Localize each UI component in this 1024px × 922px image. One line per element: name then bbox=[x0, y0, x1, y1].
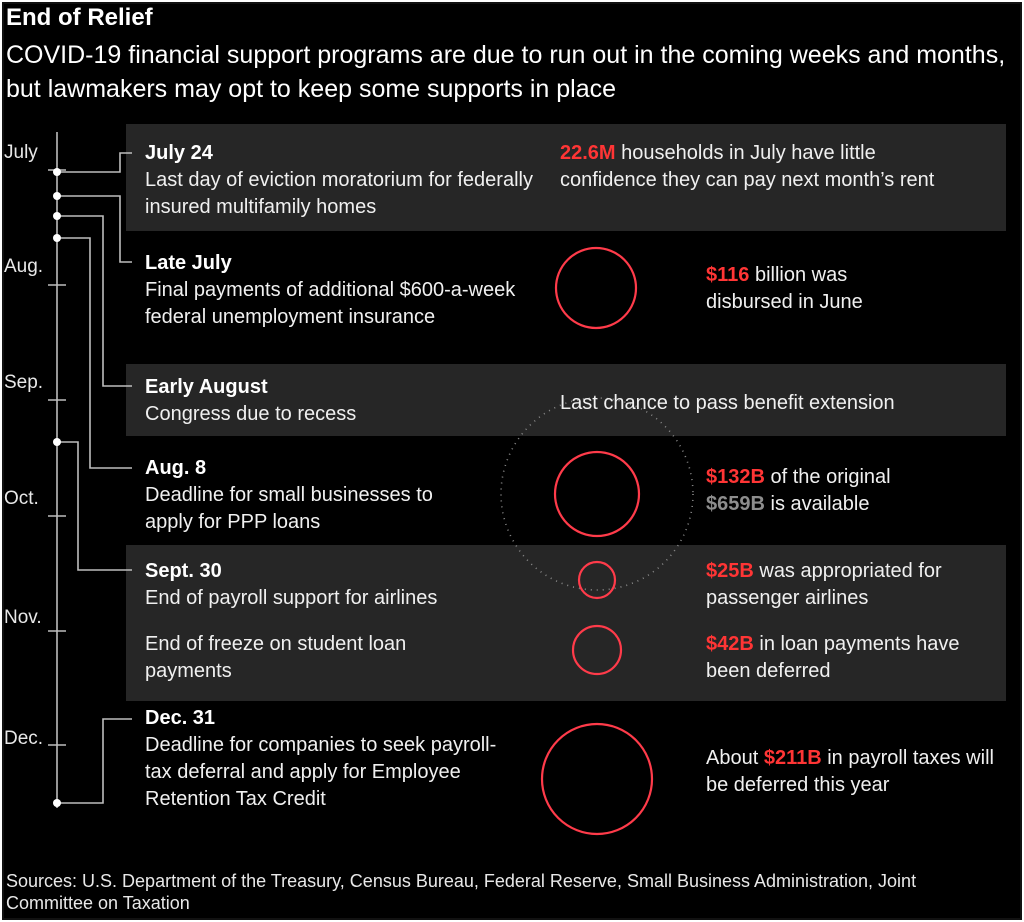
event-desc-aug-8: Deadline for small businesses to apply f… bbox=[145, 484, 433, 533]
event-note-early-august: Last chance to pass benefit extension bbox=[560, 392, 895, 414]
event-note-dec-31: About $211B in payroll taxes will be def… bbox=[706, 745, 1011, 799]
event-note-july-24: 22.6M households in July have little con… bbox=[560, 140, 935, 194]
month-label-aug: Aug. bbox=[4, 256, 44, 277]
note-text: billion was disbursed in June bbox=[706, 264, 863, 313]
note-text: in loan payments have been deferred bbox=[706, 633, 960, 682]
event-desc-late-july: Final payments of additional $600-a-week… bbox=[145, 279, 516, 328]
timeline-dot-late-july bbox=[53, 192, 61, 200]
connector-early-august bbox=[57, 215, 132, 387]
bubble-25b bbox=[577, 560, 617, 600]
note-value: $132B bbox=[706, 466, 765, 488]
bubble-211b bbox=[540, 722, 654, 836]
note-text: was appropriated for passenger airlines bbox=[706, 560, 942, 609]
band-sept-30 bbox=[126, 545, 1006, 701]
event-date-dec-31: Dec. 31 bbox=[145, 707, 216, 729]
bubble-132b bbox=[553, 450, 641, 538]
month-label-sep: Sep. bbox=[4, 372, 44, 393]
event-date-late-july: Late July bbox=[145, 252, 232, 274]
note-text-end: is available bbox=[764, 493, 870, 515]
connector-aug-8 bbox=[57, 237, 132, 469]
event-date-july-24: July 24 bbox=[145, 142, 213, 164]
note-value: $211B bbox=[763, 747, 822, 769]
connector-dec-31 bbox=[57, 718, 132, 804]
timeline-dot-dec-31 bbox=[53, 799, 61, 807]
note-text: households in July have little confidenc… bbox=[560, 142, 935, 191]
event-note-aug-8: $132B of the original $659B is available bbox=[706, 464, 946, 518]
event-desc-july-24: Last day of eviction moratorium for fede… bbox=[145, 169, 533, 218]
timeline-dot-aug-8 bbox=[53, 234, 61, 242]
event-date-early-august: Early August bbox=[145, 376, 268, 398]
note-value: $25B bbox=[706, 560, 754, 582]
event-desc-dec-31: Deadline for companies to seek payroll-t… bbox=[145, 734, 497, 810]
timeline-dot-july-24 bbox=[53, 168, 61, 176]
connector-sept-30 bbox=[57, 441, 132, 571]
event-note-late-july: $116 billion was disbursed in June bbox=[706, 262, 926, 316]
note-value: $42B bbox=[706, 633, 754, 655]
note-value: $116 bbox=[706, 264, 750, 286]
event-date-sept-30: Sept. 30 bbox=[145, 560, 222, 582]
event-date-aug-8: Aug. 8 bbox=[145, 457, 207, 479]
connector-july-24 bbox=[57, 152, 132, 173]
month-label-oct: Oct. bbox=[4, 488, 39, 509]
chart-title: End of Relief bbox=[6, 4, 153, 31]
bubble-42b bbox=[571, 624, 623, 676]
event-note-student-loans: $42B in loan payments have been deferred bbox=[706, 631, 976, 685]
event-note-sept-30: $25B was appropriated for passenger airl… bbox=[706, 558, 1006, 612]
note-value: 22.6M bbox=[560, 142, 616, 164]
source-note: Sources: U.S. Department of the Treasury… bbox=[6, 871, 917, 913]
note-text: of the original bbox=[764, 466, 891, 488]
note-total-value: $659B bbox=[706, 493, 765, 515]
timeline-dot-sept-30 bbox=[53, 438, 61, 446]
band-early-august bbox=[126, 364, 1006, 436]
event-desc-student-loans: End of freeze on student loan payments bbox=[145, 633, 407, 682]
chart-subtitle: COVID-19 financial support programs are … bbox=[6, 41, 1006, 103]
bubble-659b-outline bbox=[500, 397, 694, 591]
bubble-116b bbox=[554, 246, 638, 330]
timeline-dot-early-august bbox=[53, 212, 61, 220]
event-desc-sept-30: End of payroll support for airlines bbox=[145, 587, 438, 609]
event-desc-early-august: Congress due to recess bbox=[145, 403, 357, 425]
month-label-july: July bbox=[4, 142, 38, 163]
month-label-nov: Nov. bbox=[4, 607, 42, 628]
connector-late-july bbox=[57, 195, 132, 263]
note-text: in payroll taxes will be deferred this y… bbox=[706, 747, 994, 796]
month-label-dec: Dec. bbox=[4, 728, 44, 749]
band-july-24 bbox=[126, 124, 1006, 231]
note-prefix: About bbox=[706, 747, 764, 769]
